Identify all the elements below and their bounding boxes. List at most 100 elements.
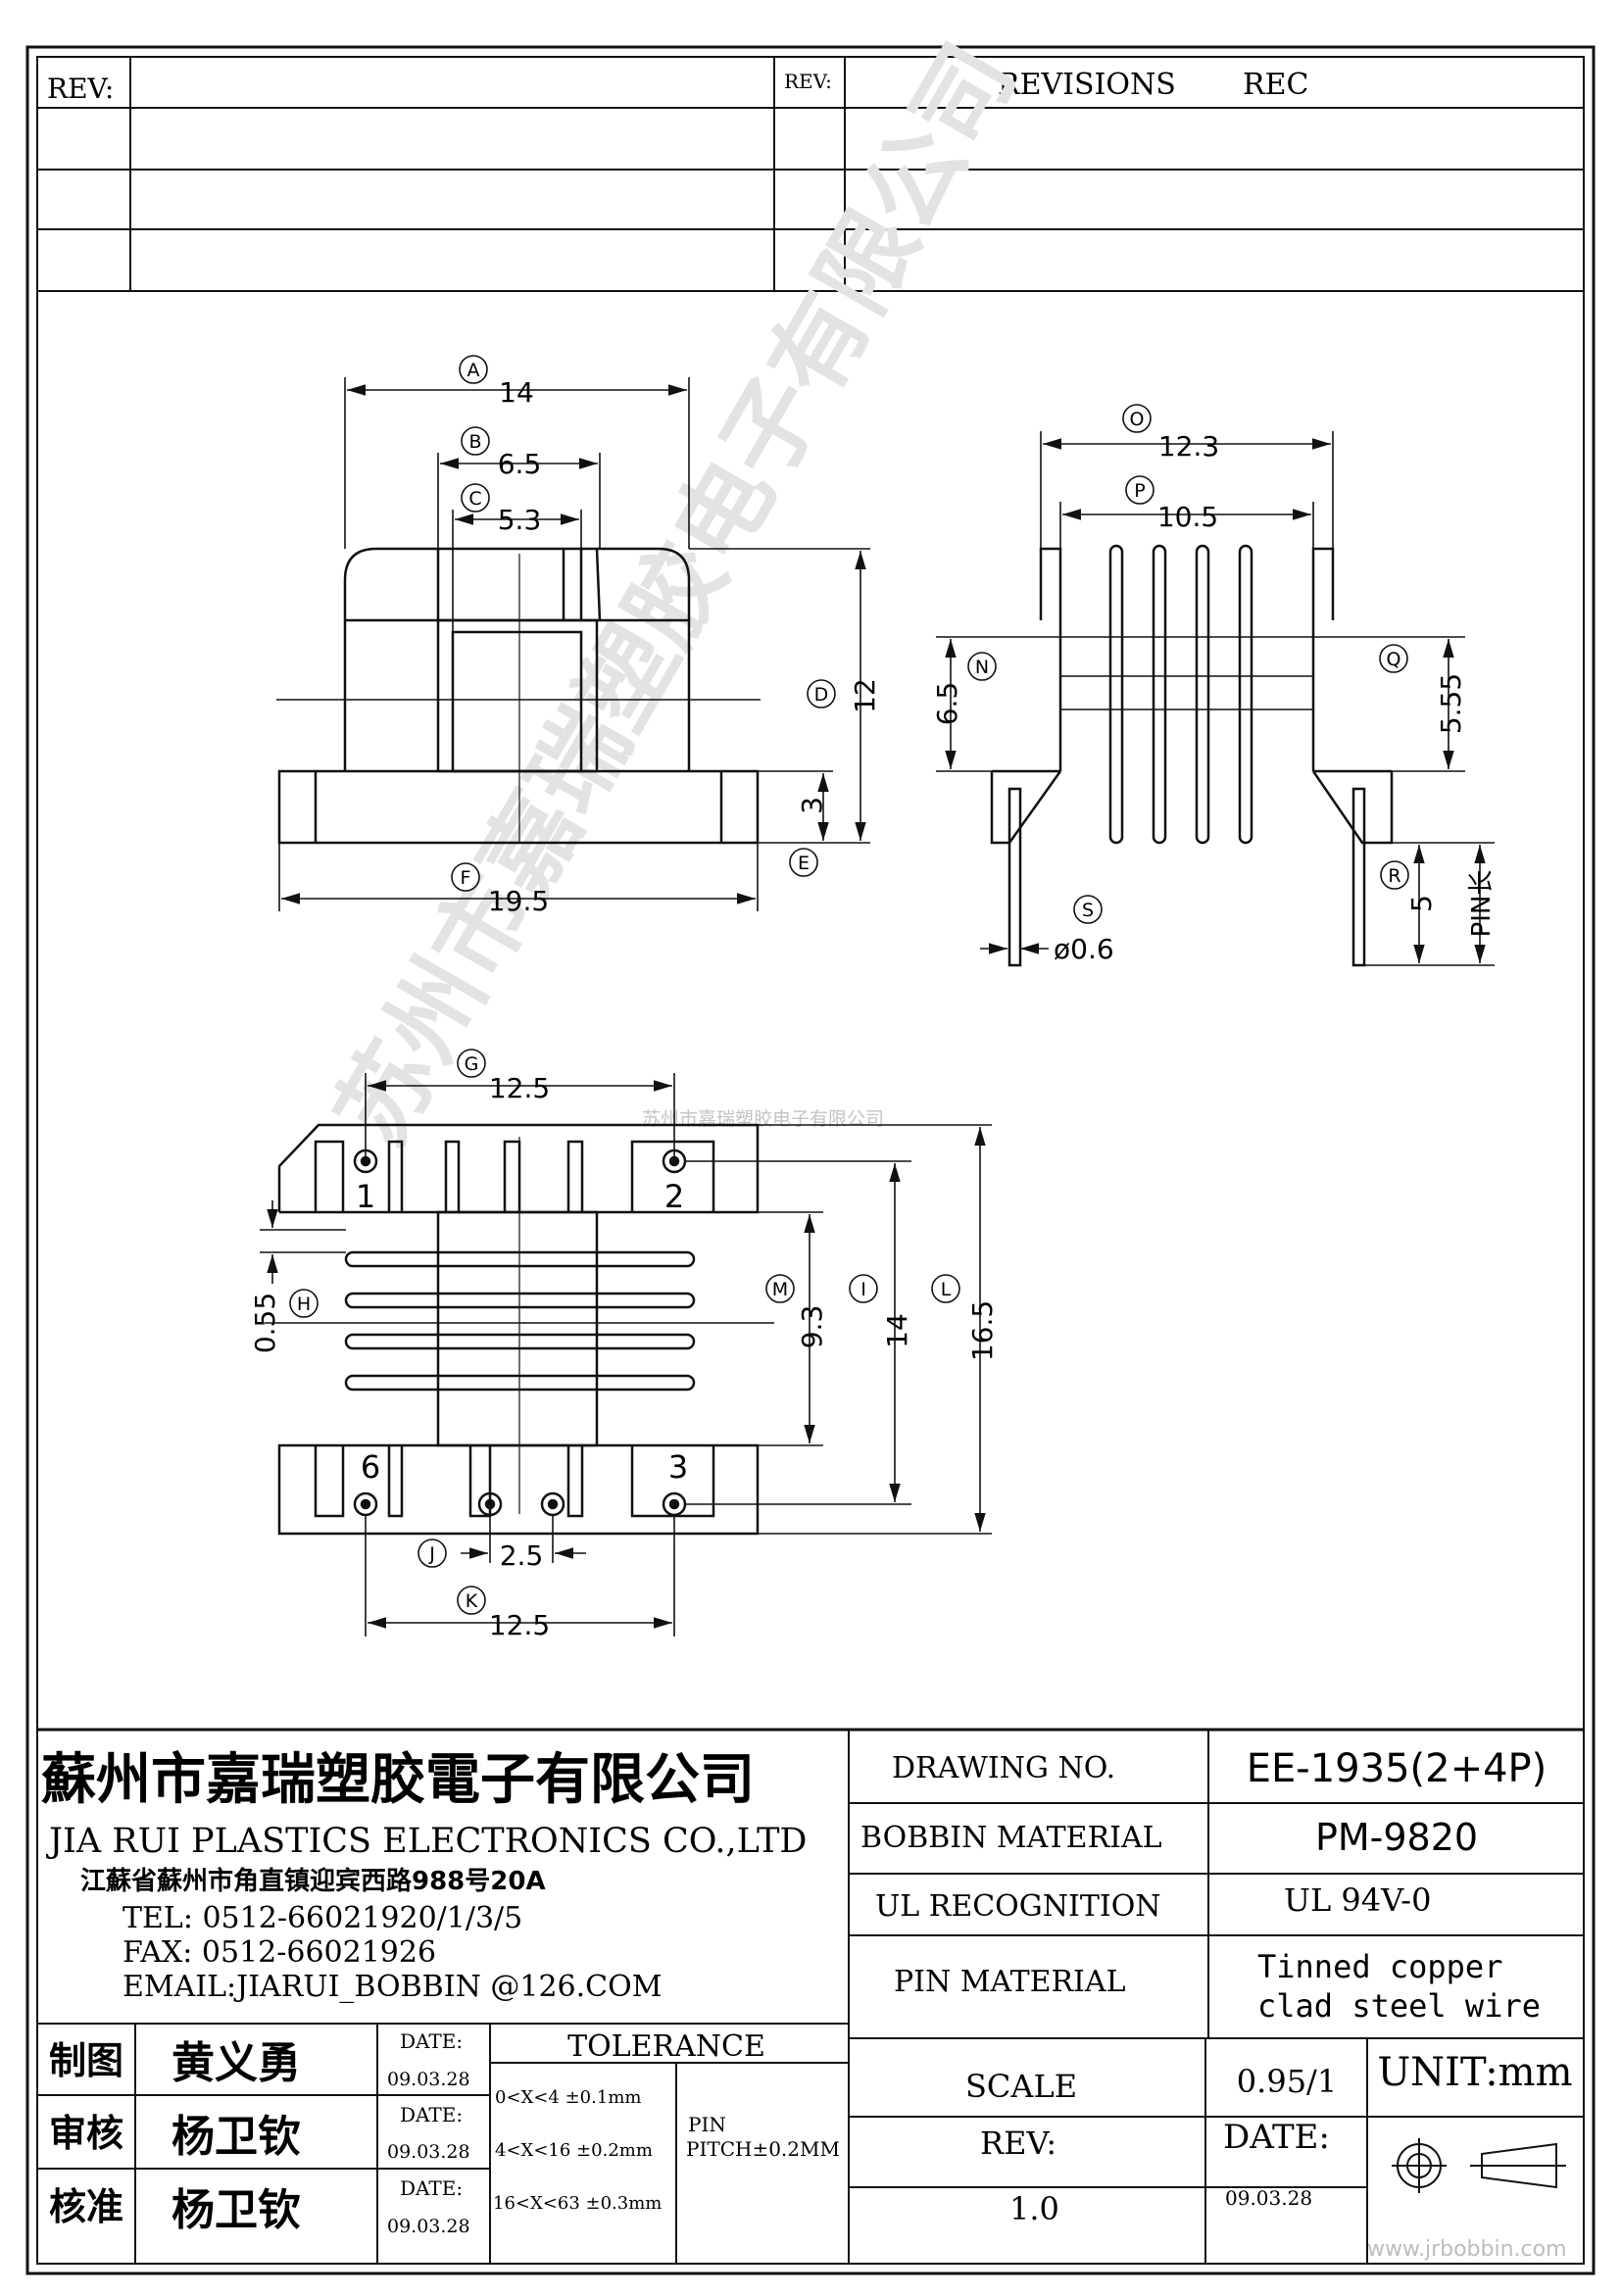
dim-h-value: 0.55 bbox=[249, 1293, 281, 1353]
drawing-no-label: DRAWING NO. bbox=[892, 1751, 1115, 1785]
bottom-view bbox=[265, 1123, 774, 1536]
dim-n-letter: N bbox=[975, 657, 989, 678]
dim-a-letter: A bbox=[467, 360, 480, 381]
dim-c-letter: C bbox=[468, 488, 481, 510]
dim-s-letter: S bbox=[1082, 900, 1094, 921]
front-view-labels: A 14 B 6.5 C 5.3 D 12 3 E F 19.5 bbox=[451, 355, 881, 917]
dim-b-badge bbox=[461, 426, 490, 456]
dim-m-letter: M bbox=[772, 1279, 788, 1300]
dim-j-letter: J bbox=[428, 1543, 435, 1565]
approval-date-label-draw: DATE: bbox=[400, 2029, 463, 2053]
dim-r-value: 5 bbox=[1405, 895, 1438, 912]
scale-value: 0.95/1 bbox=[1237, 2063, 1337, 2100]
dim-c-badge bbox=[461, 483, 490, 513]
dim-e-badge bbox=[789, 848, 818, 877]
approval-date-draw: 09.03.28 bbox=[387, 2069, 470, 2090]
dim-n-badge bbox=[967, 652, 997, 681]
tolerance-row-2: 4<X<16 ±0.2mm bbox=[495, 2140, 653, 2161]
approval-role-draw: 制图 bbox=[49, 2039, 123, 2082]
dim-a-value: 14 bbox=[499, 376, 534, 409]
dim-s-value: ø0.6 bbox=[1054, 933, 1114, 965]
dim-f-value: 19.5 bbox=[488, 885, 549, 917]
dim-j-value: 2.5 bbox=[500, 1539, 544, 1572]
dim-k-badge bbox=[457, 1586, 486, 1615]
unit-label: UNIT:mm bbox=[1377, 2050, 1572, 2095]
dim-q-letter: Q bbox=[1387, 649, 1401, 670]
dim-d-value: 12 bbox=[849, 678, 881, 713]
front-view-dimensions bbox=[278, 377, 870, 911]
dim-g-letter: G bbox=[465, 1053, 479, 1075]
dim-k-letter: K bbox=[466, 1590, 478, 1612]
dim-r-note: PIN长 bbox=[1467, 870, 1497, 938]
approval-date-label-approve: DATE: bbox=[400, 2176, 463, 2200]
approval-name-draw: 黄义勇 bbox=[172, 2038, 301, 2088]
dim-m-badge bbox=[765, 1274, 795, 1303]
dim-d-letter: D bbox=[814, 684, 829, 706]
dim-a-badge bbox=[459, 355, 488, 384]
tolerance-pin-label: PIN bbox=[688, 2113, 726, 2136]
watermark-website: www.jrbobbin.com bbox=[1367, 2237, 1567, 2262]
tolerance-row-1: 0<X<4 ±0.1mm bbox=[495, 2087, 641, 2108]
dim-o-badge bbox=[1122, 404, 1152, 433]
ul-recognition-label: UL RECOGNITION bbox=[875, 1889, 1161, 1924]
company-name-cn: 蘇州市嘉瑞塑胶電子有限公司 bbox=[41, 1748, 755, 1812]
pin-material-label: PIN MATERIAL bbox=[894, 1965, 1126, 1999]
rev-value: 1.0 bbox=[1009, 2190, 1059, 2227]
dim-p-badge bbox=[1125, 475, 1154, 505]
front-view bbox=[276, 547, 761, 845]
rev-label-left: REV: bbox=[47, 73, 114, 105]
title-block bbox=[37, 1728, 1584, 2264]
revisions-header: REVISIONS bbox=[998, 68, 1176, 102]
dim-s-badge bbox=[1073, 895, 1103, 924]
dim-o-value: 12.3 bbox=[1158, 430, 1219, 463]
approval-date-approve: 09.03.28 bbox=[387, 2216, 470, 2237]
dim-k-value: 12.5 bbox=[489, 1609, 550, 1641]
date-label: DATE: bbox=[1223, 2118, 1330, 2157]
dim-f-letter: F bbox=[461, 867, 471, 889]
approval-name-approve: 杨卫钦 bbox=[172, 2185, 301, 2235]
dim-i-badge bbox=[849, 1274, 878, 1303]
dim-q-value: 5.55 bbox=[1435, 673, 1467, 734]
rev-label-right: REV: bbox=[784, 70, 832, 93]
company-tel: TEL: 0512-66021920/1/3/5 bbox=[123, 1901, 522, 1935]
dim-j-badge bbox=[418, 1539, 447, 1568]
dim-g-badge bbox=[457, 1049, 486, 1078]
rev-label: REV: bbox=[980, 2125, 1056, 2162]
pin-1-label: 1 bbox=[356, 1178, 375, 1215]
tolerance-title: TOLERANCE bbox=[567, 2029, 765, 2064]
pin-material-value-1: Tinned copper bbox=[1257, 1948, 1502, 1985]
company-address: 江蘇省蘇州市角直镇迎宾西路988号20A bbox=[80, 1866, 546, 1896]
truncated-cone-icon bbox=[1470, 2142, 1566, 2189]
projection-symbol bbox=[1392, 2138, 1566, 2193]
approvals: 制图 黄义勇 DATE: 09.03.28 审核 杨卫钦 DATE: 09.03… bbox=[49, 2029, 470, 2237]
pin-6-label: 6 bbox=[361, 1448, 380, 1486]
dim-e-letter: E bbox=[798, 853, 810, 874]
tolerance-row-3: 16<X<63 ±0.3mm bbox=[493, 2193, 662, 2214]
bobbin-material-label: BOBBIN MATERIAL bbox=[860, 1821, 1162, 1855]
dim-r-letter: R bbox=[1388, 865, 1400, 887]
tolerance-table: TOLERANCE 0<X<4 ±0.1mm 4<X<16 ±0.2mm 16<… bbox=[493, 2029, 840, 2214]
dim-g-value: 12.5 bbox=[489, 1072, 550, 1104]
dim-q-badge bbox=[1379, 644, 1408, 673]
scale-label: SCALE bbox=[965, 2068, 1077, 2105]
side-view-dimensions bbox=[936, 431, 1495, 966]
dim-d-badge bbox=[807, 679, 836, 708]
bottom-view-dimensions bbox=[260, 1073, 992, 1637]
rec-header: REC bbox=[1243, 68, 1308, 102]
pin-material-value-2: clad steel wire bbox=[1257, 1987, 1541, 2025]
dim-i-letter: I bbox=[860, 1279, 866, 1300]
side-view-labels: O 12.3 P 10.5 N 6.5 Q 5.55 R 5 PIN长 S ø0… bbox=[931, 404, 1497, 965]
dim-h-badge bbox=[289, 1289, 319, 1318]
dim-l-badge bbox=[931, 1274, 960, 1303]
approval-name-review: 杨卫钦 bbox=[172, 2112, 301, 2162]
dim-o-letter: O bbox=[1130, 409, 1145, 430]
dim-p-value: 10.5 bbox=[1157, 501, 1218, 533]
company-name-en: JIA RUI PLASTICS ELECTRONICS CO.,LTD bbox=[46, 1822, 807, 1861]
pin-2-label: 2 bbox=[664, 1178, 684, 1215]
drawing-no-value: EE-1935(2+4P) bbox=[1247, 1746, 1547, 1791]
revision-table bbox=[37, 57, 1584, 292]
bobbin-material-value: PM-9820 bbox=[1315, 1816, 1478, 1859]
crosshair-circle-icon bbox=[1392, 2138, 1447, 2193]
ul-recognition-value: UL 94V-0 bbox=[1284, 1881, 1431, 1919]
